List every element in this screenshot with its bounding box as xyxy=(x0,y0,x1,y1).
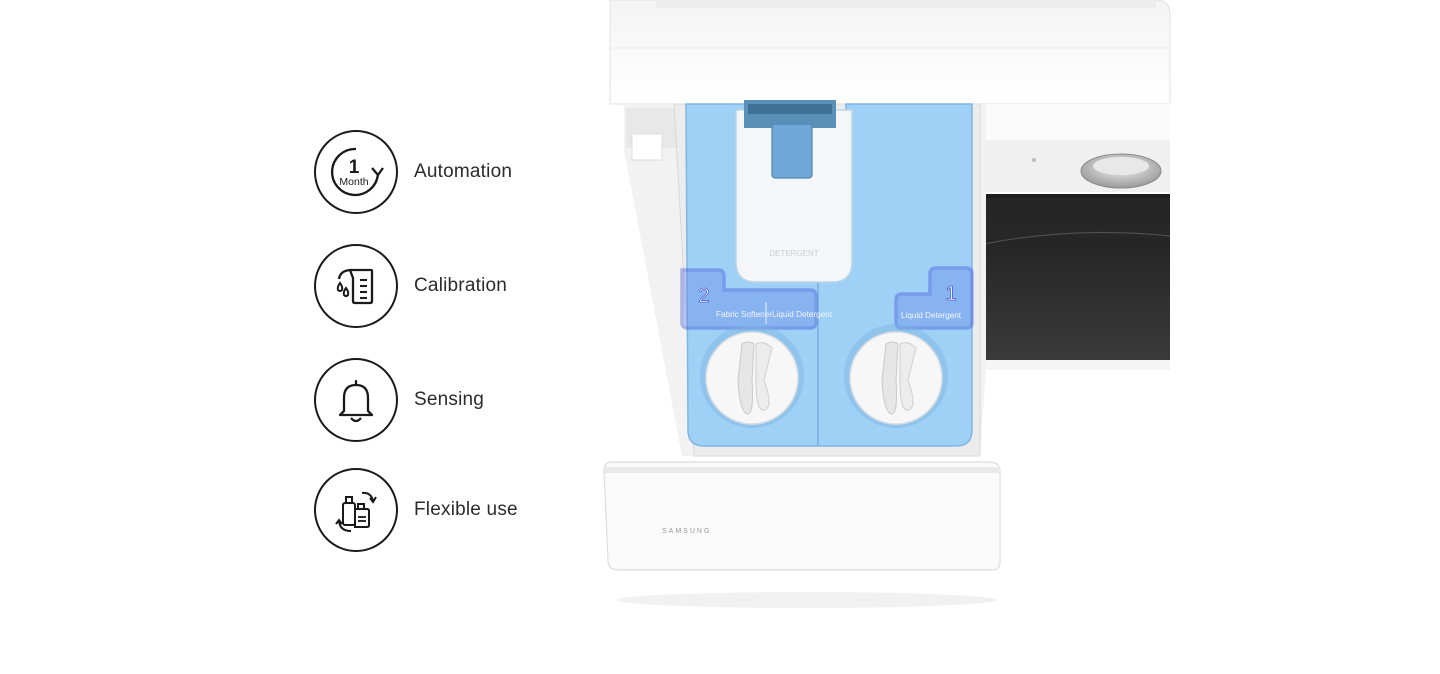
feature-calibration: Calibration xyxy=(314,241,507,331)
compartment-2-number: 2 xyxy=(698,285,709,307)
brand-wordmark: SAMSUNG xyxy=(662,528,711,535)
compartment-2-label: 2 Fabric Softener Liquid Detergent xyxy=(680,268,833,330)
feature-flexible-use: Flexible use xyxy=(314,465,518,555)
svg-text:DETERGENT: DETERGENT xyxy=(769,249,818,258)
measuring-cup-icon xyxy=(314,244,398,328)
feature-automation: 1 Month Automation xyxy=(314,127,512,217)
washer-top-panel xyxy=(609,0,1171,105)
icon-text-month: Month xyxy=(339,176,368,188)
icon-text-one: 1 xyxy=(349,157,360,178)
compartment-1-text: Liquid Detergent xyxy=(901,311,962,320)
compartment-1-number: 1 xyxy=(945,283,956,305)
washer-door xyxy=(980,194,1171,370)
feature-label: Sensing xyxy=(414,389,485,410)
compartment-1-label: 1 Liquid Detergent xyxy=(894,266,974,330)
compartment-2-text-a: Fabric Softener xyxy=(716,310,772,319)
drawer-front: SAMSUNG xyxy=(603,461,1001,608)
feature-sensing: Sensing xyxy=(314,355,484,445)
compartment-2-text-b: Liquid Detergent xyxy=(772,310,833,319)
washer-drawer-illustration: DETERGENT 2 Fabric Softener Liquid Deter… xyxy=(596,0,1176,620)
bell-icon xyxy=(314,358,398,442)
feature-label: Flexible use xyxy=(414,499,518,520)
compartment-2-cap xyxy=(700,324,804,428)
drawer-latch xyxy=(744,100,836,179)
compartment-1-cap xyxy=(844,324,948,428)
feature-label: Calibration xyxy=(414,275,508,296)
feature-label: Automation xyxy=(414,161,513,182)
one-month-cycle-icon: 1 Month xyxy=(314,130,398,214)
detergent-swap-icon xyxy=(314,468,398,552)
control-panel xyxy=(986,104,1170,192)
